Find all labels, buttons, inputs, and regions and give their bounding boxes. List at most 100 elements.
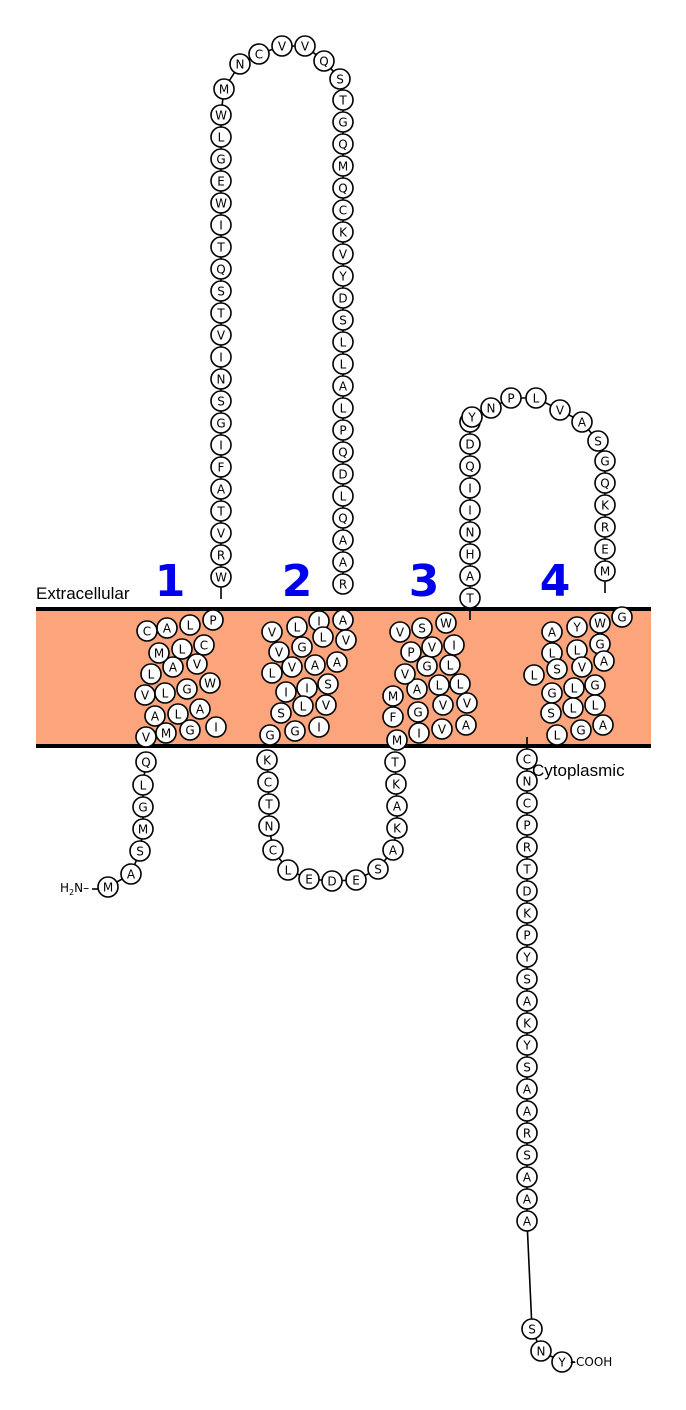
residue-circle — [332, 353, 354, 375]
residue-circle — [546, 724, 568, 746]
residue-letter: V — [193, 657, 202, 671]
residue-letter: A — [466, 569, 475, 583]
residue-letter: L — [554, 728, 561, 742]
residue-circle — [332, 111, 354, 133]
residue-circle — [332, 529, 354, 551]
residue-circle — [443, 634, 465, 656]
residue-circle — [275, 681, 297, 703]
residue-circle — [345, 869, 367, 891]
residue-letter: G — [576, 723, 585, 737]
residue-letter: E — [601, 542, 609, 556]
residue-circle — [516, 968, 538, 990]
residue-circle — [459, 477, 481, 499]
loop-extracellular-2-residues: TAHNIIQDFYNPLVASGQKREM — [459, 387, 616, 609]
residue-letter: G — [617, 610, 626, 624]
residue-circle — [257, 771, 279, 793]
residue-circle — [459, 455, 481, 477]
residue-letter: A — [196, 702, 205, 716]
residue-circle — [332, 287, 354, 309]
residue-circle — [382, 685, 404, 707]
residue-letter: A — [339, 379, 348, 393]
residue-letter: A — [578, 415, 587, 429]
residue-circle — [210, 192, 232, 214]
residue-circle — [179, 719, 201, 741]
residue-circle — [332, 133, 354, 155]
residue-letter: L — [187, 618, 194, 632]
residue-circle — [210, 456, 232, 478]
residue-letter: G — [265, 728, 274, 742]
residue-circle — [210, 280, 232, 302]
residue-letter: Q — [600, 476, 609, 490]
residue-letter: L — [269, 666, 276, 680]
residue-letter: V — [142, 730, 151, 744]
residue-letter: A — [311, 658, 320, 672]
residue-circle — [317, 673, 339, 695]
residue-circle — [148, 642, 170, 664]
residue-letter: A — [217, 482, 226, 496]
residue-letter: V — [401, 667, 410, 681]
residue-circle — [335, 629, 357, 651]
residue-letter: L — [533, 391, 540, 405]
residue-circle — [594, 516, 616, 538]
residue-circle — [516, 770, 538, 792]
residue-circle — [210, 544, 232, 566]
residue-letter: G — [138, 800, 147, 814]
residue-circle — [516, 1034, 538, 1056]
residue-circle — [132, 818, 154, 840]
residue-letter: L — [340, 401, 347, 415]
residue-letter: N — [236, 57, 245, 71]
residue-circle — [459, 543, 481, 565]
residue-letter: C — [523, 796, 531, 810]
residue-letter: M — [338, 159, 348, 173]
residue-letter: S — [523, 1060, 531, 1074]
residue-letter: L — [570, 701, 577, 715]
residue-circle — [326, 651, 348, 673]
residue-letter: P — [407, 645, 414, 659]
residue-circle — [186, 653, 208, 675]
residue-letter: D — [338, 291, 347, 305]
residue-letter: L — [571, 681, 578, 695]
residue-circle — [516, 858, 538, 880]
residue-circle — [199, 672, 221, 694]
residue-circle — [408, 722, 430, 744]
residue-circle — [592, 714, 614, 736]
residue-circle — [549, 399, 571, 421]
residue-circle — [268, 641, 290, 663]
residue-letter: V — [396, 625, 405, 639]
residue-circle — [294, 35, 316, 57]
residue-letter: V — [438, 722, 447, 736]
residue-letter: L — [218, 130, 225, 144]
residue-letter: A — [163, 621, 172, 635]
residue-letter: A — [333, 655, 342, 669]
residue-circle — [541, 621, 563, 643]
residue-letter: C — [143, 624, 151, 638]
residue-letter: L — [285, 863, 292, 877]
residue-letter: S — [547, 706, 555, 720]
residue-letter: K — [523, 1016, 532, 1030]
extracellular-label: Extracellular — [36, 584, 130, 603]
residue-circle — [461, 406, 483, 428]
residue-letter: A — [339, 533, 348, 547]
residue-letter: A — [389, 843, 398, 857]
residue-letter: Y — [572, 620, 581, 634]
helix-number-1: 1 — [155, 556, 186, 607]
residue-letter: S — [339, 313, 347, 327]
residue-circle — [171, 638, 193, 660]
residue-letter: Y — [557, 1355, 566, 1369]
residue-letter: S — [418, 621, 426, 635]
residue-circle — [258, 815, 280, 837]
residue-circle — [384, 751, 406, 773]
residue-letter: V — [268, 625, 277, 639]
residue-letter: R — [217, 548, 225, 562]
residue-circle — [411, 617, 433, 639]
residue-letter: V — [463, 696, 472, 710]
residue-letter: A — [339, 613, 348, 627]
residue-letter: E — [217, 174, 225, 188]
residue-circle — [210, 412, 232, 434]
residue-circle — [593, 650, 615, 672]
residue-circle — [516, 990, 538, 1012]
residue-letter: I — [317, 614, 321, 628]
residue-letter: L — [436, 678, 443, 692]
residue-letter: T — [216, 504, 225, 518]
